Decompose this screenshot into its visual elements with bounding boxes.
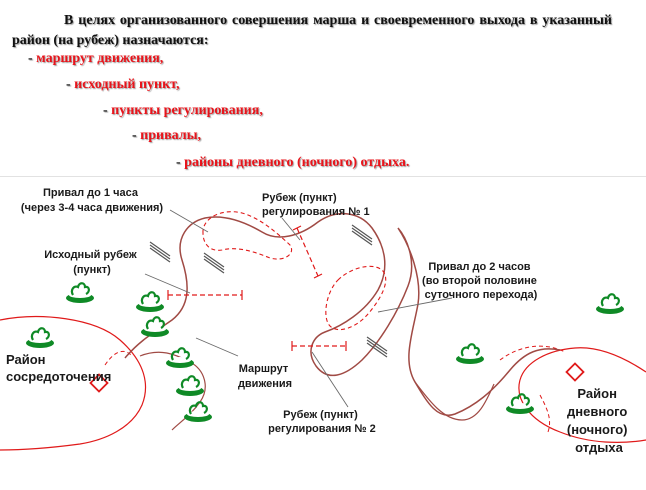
leader-lines <box>144 209 453 408</box>
start-line-label: Исходный рубеж (пункт) <box>44 249 139 276</box>
halt2-label: Привал до 2 часов (во второй половине су… <box>422 261 540 301</box>
route-branch-right <box>414 381 495 421</box>
bullet-text: районы дневного (ночного) отдыха. <box>184 155 410 170</box>
forest-icon <box>134 291 166 314</box>
separator-line <box>0 176 646 177</box>
forest-icon <box>174 375 206 398</box>
unit-position-icon <box>89 373 109 393</box>
traffic-post-icon <box>203 252 225 274</box>
route-label: Маршрут движения <box>238 363 292 390</box>
bullet-rest-areas: - районы дневного (ночного) отдыха. <box>176 155 409 171</box>
halt-area-icon <box>202 211 292 260</box>
regulation-line-icon <box>291 341 347 351</box>
bullet-dash: - <box>66 77 71 92</box>
assembly-area-label: Район сосредоточения <box>6 352 111 384</box>
regulation-line-icon <box>292 225 323 279</box>
bullet-text: привалы, <box>140 128 202 143</box>
forest-icon <box>454 343 486 366</box>
unit-position-icon <box>565 362 585 382</box>
halt1-label: Привал до 1 часа (через 3-4 часа движени… <box>21 187 164 214</box>
bullet-route: - маршрут движения, <box>28 51 163 67</box>
forest-icon <box>139 316 171 339</box>
bullet-halts: - привалы, <box>132 128 201 144</box>
bullet-dash: - <box>103 103 108 118</box>
bullet-text: исходный пункт, <box>74 77 180 92</box>
traffic-post-icon <box>149 241 171 263</box>
intro-paragraph: В целях организованного совершения марша… <box>12 11 612 51</box>
bullet-dash: - <box>28 51 33 66</box>
forest-icon <box>64 282 96 305</box>
halt-area-icon <box>325 265 387 331</box>
assembly-area <box>0 316 147 451</box>
bullet-dash: - <box>176 155 181 170</box>
regulation1-label: Рубеж (пункт) регулирования № 1 <box>262 192 370 218</box>
traffic-post-icon <box>366 336 388 358</box>
bullet-text: маршрут движения, <box>36 51 164 66</box>
rest-area <box>499 345 646 443</box>
traffic-post-icon <box>351 224 373 246</box>
regulation-line-icon <box>167 290 243 300</box>
forest-icon <box>594 293 626 316</box>
regulation2-label: Рубеж (пункт) регулирования № 2 <box>268 409 376 435</box>
bullet-regulation-points: - пункты регулирования, <box>103 103 263 119</box>
forest-icon <box>24 327 56 350</box>
bullet-text: пункты регулирования, <box>111 103 263 118</box>
rest-area-label: Район дневного (ночного) отдыха <box>567 386 631 455</box>
bullet-dash: - <box>132 128 137 143</box>
intro-text: В целях организованного совершения марша… <box>12 13 612 48</box>
bullet-start-point: - исходный пункт, <box>66 77 180 93</box>
forest-icon <box>164 347 196 370</box>
